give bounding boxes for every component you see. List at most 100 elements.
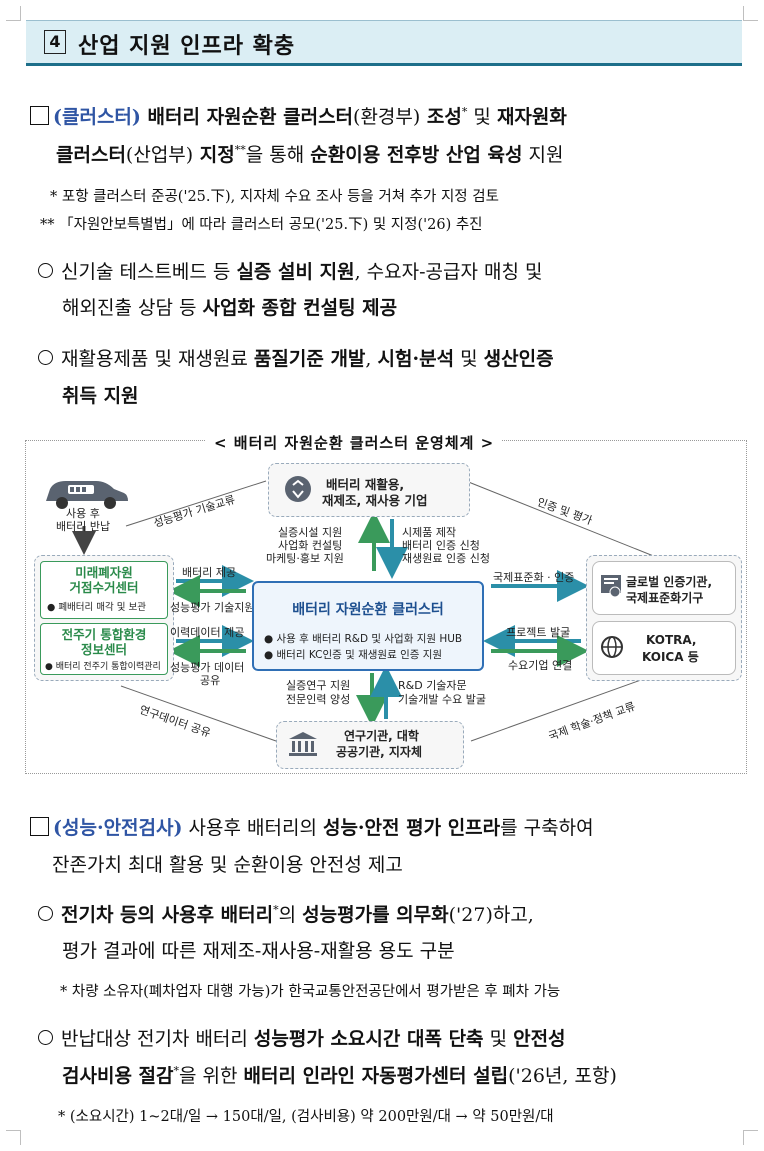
text-run: ('26년, 포항) [508,1065,617,1087]
center-item1: ● 사용 후 배터리 R&D 및 사업화 지원 HUB [264,633,463,645]
text-run: 재자원화 [496,106,567,128]
text-run: 을 통해 [245,144,311,166]
section-number: 4 [44,30,66,54]
text-run: 잔존가치 최대 활용 및 순환이용 안전성 제고 [52,854,403,876]
text-run: 검사비용 절감 [62,1065,174,1087]
text-run: 테스트베드 [119,261,207,283]
institution-building-icon [289,732,317,756]
text-run: 의 [278,904,303,926]
rb-arrow-bot: 수요기업 연결 [508,659,573,672]
car-label-2: 배터리 반납 [56,520,111,533]
text-run: 성능평가를 의무화 [302,904,449,926]
down-right-1: R&D 기술자문 [398,679,467,692]
left-bottom-box: 전주기 통합환경 정보센터 ● 배터리 전주기 통합이력관리 [40,623,168,675]
car-label-1: 사용 후 [66,507,100,520]
left-top-title1: 미래폐자원 [75,565,133,580]
up-right-3: 재생원료 인증 신청 [402,552,490,565]
lb-arrow-top: 이력데이터 제공 [170,626,245,639]
o2-line1-text: 재활용제품 및 재생원료 품질기준 개발, 시험·분석 및 생산인증 [61,348,554,370]
diagram-connectors [72,480,667,742]
right-top-line2: 국제표준화기구 [626,591,704,605]
o3-line1: 전기차 등의 사용후 배터리*의 성능평가를 의무화('27)하고, [38,900,534,927]
text-run: 평가 결과에 따른 재제조-재사용-재활용 용도 구분 [62,940,455,962]
text-run: 품질기준 개발 [253,348,366,370]
text-run: 시험·분석 [377,348,455,370]
text-run: 사업화 종합 컨설팅 제공 [202,297,398,319]
left-bot-item: ● 배터리 전주기 통합이력관리 [45,662,161,672]
o4-note: * (소요시간) 1~2대/일 → 150대/일, (검사비용) 약 200만원… [58,1109,554,1125]
page-corner-bl [6,1130,21,1145]
o4-line1-text: 반납대상 전기차 배터리 성능평가 소요시간 대폭 단축 및 안전성 [61,1028,566,1050]
o1-line1: 신기술 테스트베드 등 실증 설비 지원, 수요자-공급자 매칭 및 [38,257,542,284]
electric-car-icon [46,481,128,509]
recycle-icon [285,476,311,502]
down-left-2: 전문인력 양성 [286,693,351,706]
o4-line1: 반납대상 전기차 배터리 성능평가 소요시간 대폭 단축 및 안전성 [38,1024,566,1051]
text-run: , 수요자-공급자 매칭 및 [354,261,543,283]
left-bot-title1: 전주기 통합환경 [61,627,147,642]
p1-line2-text: 클러스터(산업부) 지정**을 통해 순환이용 전후방 산업 육성 지원 [56,144,563,166]
square-bullet-icon [30,817,49,836]
o3-line1-text: 전기차 등의 사용후 배터리*의 성능평가를 의무화('27)하고, [61,904,534,926]
page-corner-tl [6,6,21,21]
text-run: 성능평가 소요시간 대폭 단축 [253,1028,484,1050]
text-run: * [273,903,279,917]
text-run: 해외진출 상담 등 [62,297,203,319]
bottom-box-line2: 공공기관, 지자체 [336,745,423,759]
p2-line1-text: (성능·안전검사) 사용후 배터리의 성능·안전 평가 인프라를 구축하여 [53,817,594,839]
center-title: 배터리 자원순환 클러스터 [292,602,444,618]
o3-line2-text: 평가 결과에 따른 재제조-재사용-재활용 용도 구분 [62,940,455,962]
text-run: 반납대상 전기차 배터리 [61,1028,254,1050]
text-run: 실증 설비 지원 [236,261,355,283]
rt-arrow-top: 국제표준화 · 인증 [493,571,575,584]
center-box: 배터리 자원순환 클러스터 ● 사용 후 배터리 R&D 및 사업화 지원 HU… [252,581,484,671]
up-right-1: 시제품 제작 [402,526,457,539]
circle-bullet-icon [38,263,53,278]
text-run: 조성 [420,106,462,128]
text-run: (산업부) [125,144,194,166]
certificate-icon [601,575,621,598]
page-corner-tr [743,6,758,21]
o3-note: * 차량 소유자(폐차업자 대행 가능)가 한국교통안전공단에서 평가받은 후 … [60,984,561,1000]
p1-line1-text: (클러스터) 배터리 자원순환 클러스터(환경부) 조성* 및 재자원화 [53,106,567,128]
text-run: 을 위한 [179,1065,244,1087]
p1-line2: 클러스터(산업부) 지정**을 통해 순환이용 전후방 산업 육성 지원 [56,140,563,167]
section-header: 4 산업 지원 인프라 확충 [26,20,742,66]
bottom-box-line1: 연구기관, 대학 [344,729,419,743]
o3-line2: 평가 결과에 따른 재제조-재사용-재활용 용도 구분 [62,936,455,963]
o2-line1: 재활용제품 및 재생원료 품질기준 개발, 시험·분석 및 생산인증 [38,344,554,371]
text-run: (성능·안전검사) [53,817,183,839]
up-left-1: 실증시설 지원 [278,526,343,539]
circle-bullet-icon [38,906,53,921]
text-run: 지원 [522,144,564,166]
down-left-1: 실증연구 지원 [286,679,351,692]
text-run: (클러스터) [53,106,141,128]
text-run: 및 [467,106,497,128]
text-run: (환경부) [353,106,421,128]
text-run: 순환이용 전후방 산업 육성 [310,144,523,166]
text-run: 생산인증 [483,348,554,370]
text-run: 취득 지원 [62,385,139,407]
center-item2: ● 배터리 KC인증 및 재생원료 인증 지원 [264,649,443,661]
lt-arrow-top: 배터리 제공 [182,566,237,579]
text-run: 배터리 자원순환 클러스터 [140,106,354,128]
text-run: 및 [454,348,484,370]
p1-note2: ** 「자원안보특별법」에 따라 클러스터 공모('25.下) 및 지정('26… [40,217,483,233]
up-left-2: 사업화 컨설팅 [278,539,343,552]
text-run: 를 구축하여 [500,817,594,839]
top-box-line2: 재제조, 재사용 기업 [322,493,428,508]
lt-arrow-bot: 성능평가 기술지원 [170,601,255,614]
text-run: 배터리 인라인 자동평가센터 설립 [243,1065,509,1087]
center-item2-text: 배터리 KC인증 및 재생원료 인증 지원 [276,649,443,661]
right-top-line1: 글로벌 인증기관, [626,575,713,589]
p2-line2-text: 잔존가치 최대 활용 및 순환이용 안전성 제고 [52,854,403,876]
square-bullet-icon [30,106,49,125]
right-bot-line1: KOTRA, [646,633,697,647]
circle-bullet-icon [38,1030,53,1045]
rb-arrow-top: 프로젝트 발굴 [506,626,571,639]
p2-line2: 잔존가치 최대 활용 및 순환이용 안전성 제고 [52,850,403,877]
text-run: ** [234,143,246,157]
globe-icon [601,636,623,658]
circle-bullet-icon [38,350,53,365]
text-run: 및 [483,1028,514,1050]
